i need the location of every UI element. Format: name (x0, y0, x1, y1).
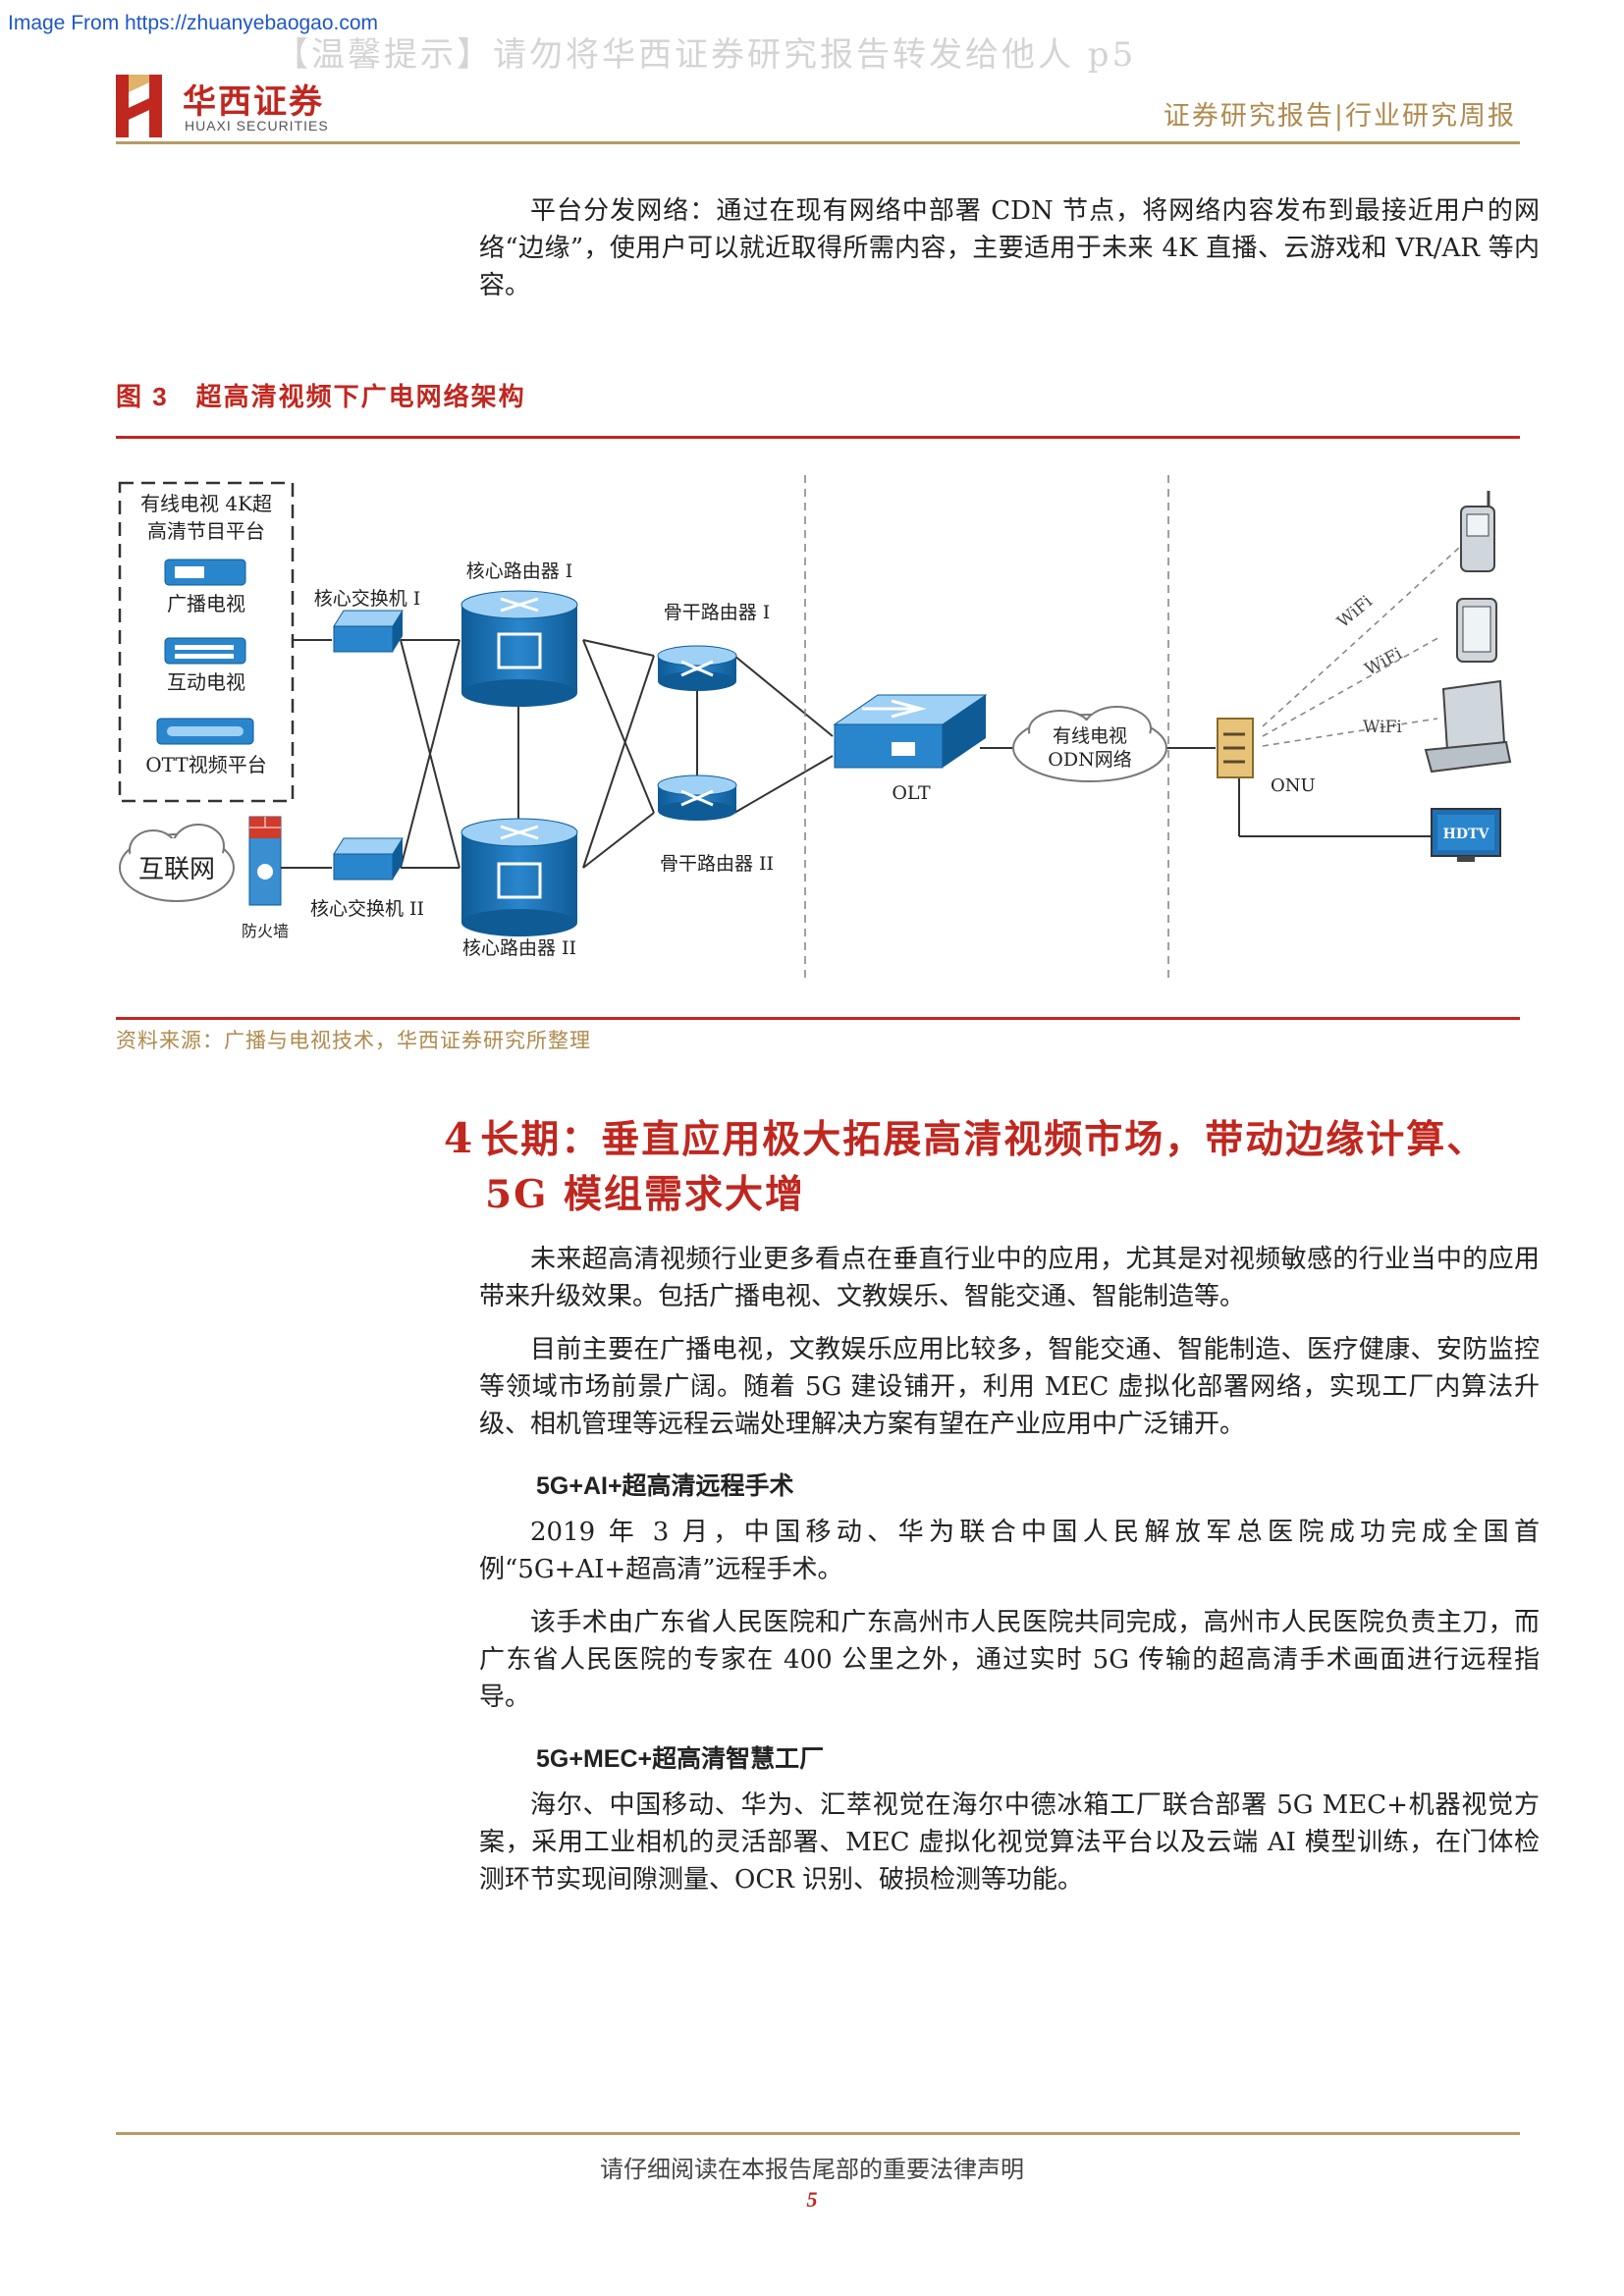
firewall-label: 防火墙 (242, 922, 289, 940)
core-switch-2-label: 核心交换机 II (310, 898, 424, 920)
odn-label-line1: 有线电视 (1053, 725, 1127, 747)
intro-text: 平台分发网络：通过在现有网络中部署 CDN 节点，将网络内容发布到最接近用户的网… (479, 196, 1540, 300)
core-router-1-icon (460, 590, 578, 707)
case-1-paragraphs: 2019 年 3 月，中国移动、华为联合中国人民解放军总医院成功完成全国首例“5… (479, 1514, 1540, 1716)
section-number: 4 (444, 1114, 475, 1162)
backbone-router-1-label: 骨干路由器 I (664, 602, 771, 623)
huaxi-logo-icon (116, 75, 162, 137)
internet-cloud-icon (119, 824, 235, 902)
hdtv-icon (1431, 808, 1501, 862)
olt-label: OLT (892, 782, 931, 804)
section-title-line2: 5G 模组需求大增 (485, 1172, 806, 1217)
case-1-paragraph: 该手术由广东省人民医院和广东高州市人民医院共同完成，高州市人民医院负责主刀，而广… (479, 1608, 1540, 1712)
olt-device-icon (833, 694, 988, 769)
figure-top-rule (116, 436, 1520, 439)
body-paragraphs: 未来超高清视频行业更多看点在垂直行业中的应用，尤其是对视频敏感的行业当中的应用带… (479, 1241, 1540, 1443)
case-2-heading: 5G+MEC+超高清智慧工厂 (536, 1745, 825, 1773)
core-router-2-icon (460, 818, 578, 936)
case-1-heading: 5G+AI+超高清远程手术 (536, 1472, 794, 1500)
core-router-2-label: 核心路由器 II (462, 937, 576, 959)
mobile-phone-icon (1460, 491, 1495, 572)
intro-paragraph: 平台分发网络：通过在现有网络中部署 CDN 节点，将网络内容发布到最接近用户的网… (479, 192, 1540, 304)
onu-device-icon (1217, 718, 1254, 778)
wifi-label-phone: WiFi (1333, 592, 1377, 632)
core-router-1-label: 核心路由器 I (466, 561, 573, 582)
page-number: 5 (806, 2187, 818, 2212)
footer-divider (116, 2132, 1520, 2135)
interactive-tv-device-icon (164, 637, 246, 665)
section-title-line1: 长期：垂直应用极大拓展高清视频市场，带动边缘计算、 (480, 1117, 1488, 1162)
figure-bottom-rule (116, 1017, 1520, 1020)
report-type: 证券研究报告|行业研究周报 (1163, 101, 1516, 132)
legal-notice: 请仔细阅读在本报告尾部的重要法律声明 (600, 2157, 1024, 2183)
odn-cloud-icon (1012, 706, 1167, 782)
ott-platform-device-icon (156, 718, 254, 745)
wifi-label-tablet: WiFi (1362, 644, 1406, 680)
odn-label-line2: ODN网络 (1048, 749, 1131, 771)
case-2-paragraphs: 海尔、中国移动、华为、汇萃视觉在海尔中德冰箱工厂联合部署 5G MEC+机器视觉… (479, 1787, 1540, 1898)
interactive-tv-label: 互动电视 (167, 670, 245, 694)
internet-label: 互联网 (138, 855, 215, 884)
firewall-icon (248, 816, 282, 906)
body-paragraph: 目前主要在广播电视，文教娱乐应用比较多，智能交通、智能制造、医疗健康、安防监控等… (479, 1335, 1540, 1439)
case-2-paragraph: 海尔、中国移动、华为、汇萃视觉在海尔中德冰箱工厂联合部署 5G MEC+机器视觉… (479, 1790, 1540, 1895)
tablet-icon (1456, 598, 1497, 663)
laptop-icon (1424, 679, 1512, 774)
figure-title: 图 3 超高清视频下广电网络架构 (116, 382, 526, 411)
header-divider (116, 141, 1520, 144)
platform-box (118, 481, 295, 803)
watermark: 【温馨提示】请勿将华西证券研究报告转发给他人 p5 (275, 35, 1137, 75)
logo-text: 华西证券 (183, 83, 324, 121)
wifi-links (1262, 547, 1460, 747)
wifi-label-laptop: WiFi (1363, 718, 1402, 737)
region-dividers (804, 475, 1169, 982)
platform-title-line1: 有线电视 4K超 (140, 492, 272, 515)
source-url[interactable]: Image From https://zhuanyebaogao.com (8, 12, 379, 34)
body-paragraph: 未来超高清视频行业更多看点在垂直行业中的应用，尤其是对视频敏感的行业当中的应用带… (479, 1245, 1540, 1311)
logo-subtitle: HUAXI SECURITIES (185, 118, 329, 133)
broadcast-tv-device-icon (164, 559, 246, 586)
backbone-router-1-icon (657, 645, 737, 691)
backbone-router-2-icon (657, 774, 737, 821)
platform-title-line2: 高清节目平台 (147, 519, 265, 543)
case-1-paragraph: 2019 年 3 月，中国移动、华为联合中国人民解放军总医院成功完成全国首例“5… (479, 1518, 1540, 1584)
backbone-router-2-label: 骨干路由器 II (660, 853, 774, 875)
hdtv-label: HDTV (1443, 827, 1490, 842)
broadcast-tv-label: 广播电视 (167, 592, 245, 615)
core-switch-1-icon (333, 610, 404, 653)
ott-platform-label: OTT视频平台 (145, 753, 266, 776)
onu-label: ONU (1271, 775, 1316, 796)
core-switch-1-label: 核心交换机 I (314, 588, 421, 610)
network-architecture-diagram: 有线电视 4K超 高清节目平台 广播电视 互动电视 OTT视频平台 互联网 防火… (118, 475, 1512, 982)
core-switch-2-icon (333, 837, 404, 881)
figure-source: 资料来源：广播与电视技术，华西证券研究所整理 (116, 1029, 591, 1052)
